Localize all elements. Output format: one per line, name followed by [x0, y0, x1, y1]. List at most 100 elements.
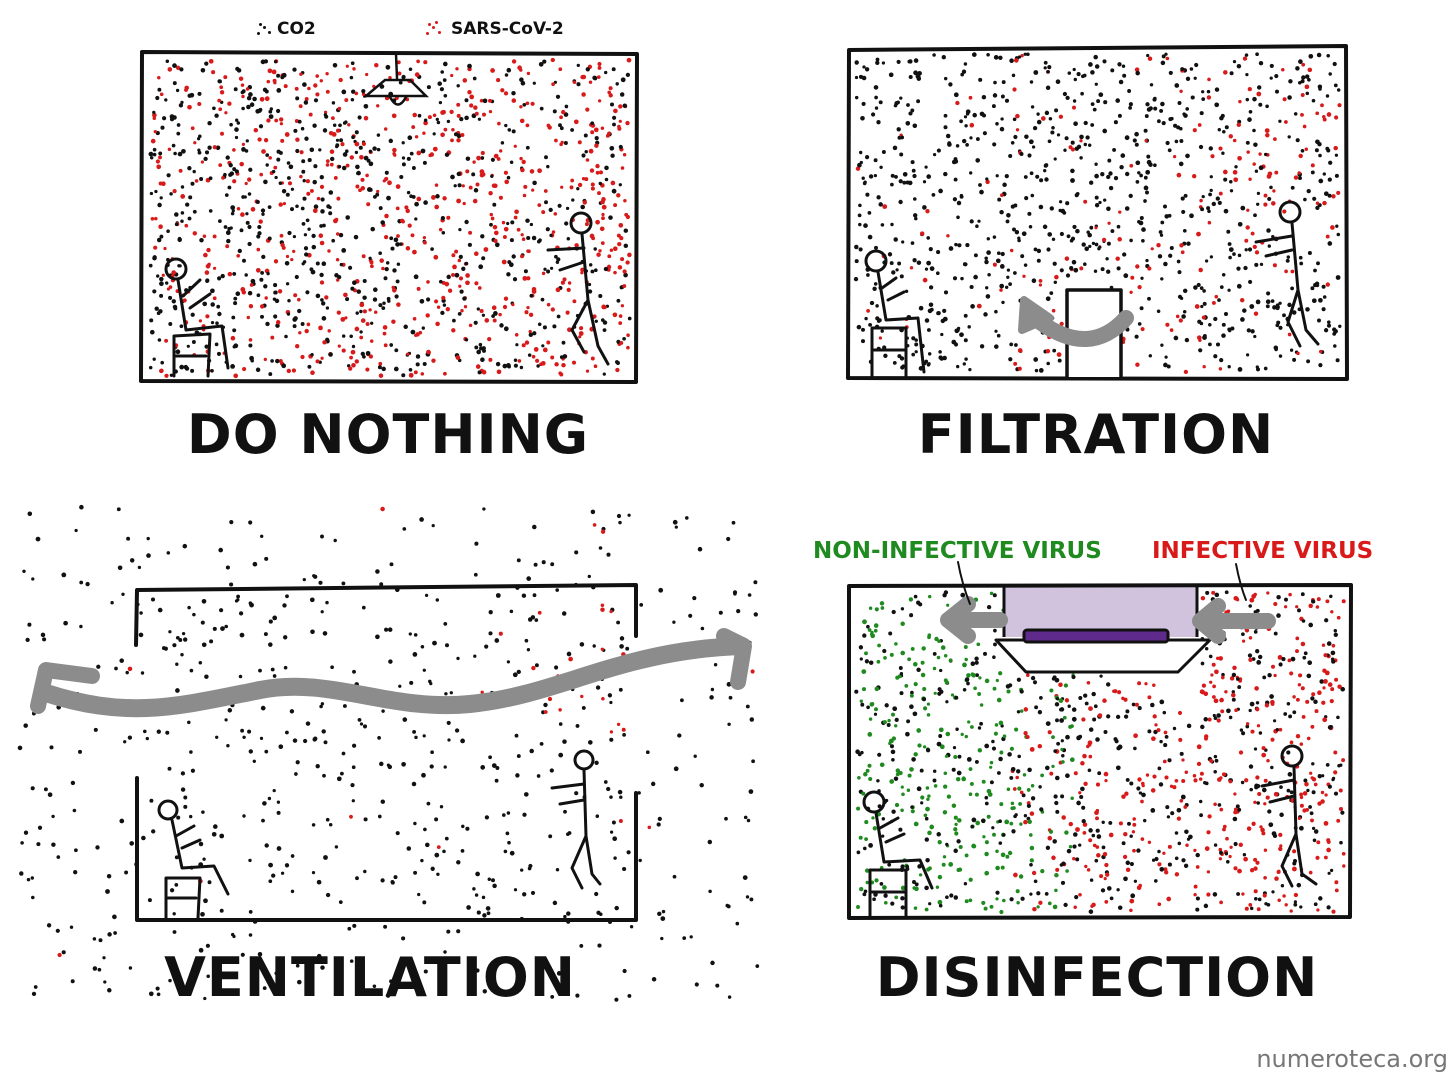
particle	[447, 288, 453, 293]
particle	[294, 274, 299, 280]
particle	[593, 364, 598, 369]
particle	[952, 276, 958, 281]
particle	[1315, 111, 1320, 116]
particle	[1152, 714, 1157, 719]
particle	[1338, 324, 1342, 328]
particle	[914, 350, 918, 354]
particle	[248, 167, 253, 172]
particle	[1265, 304, 1270, 309]
particle	[1263, 152, 1268, 157]
particle	[1174, 872, 1180, 877]
particle	[268, 862, 273, 868]
particle	[907, 59, 912, 64]
particle	[372, 146, 377, 151]
particle	[1106, 886, 1112, 891]
particle	[540, 360, 546, 366]
particle	[1144, 138, 1148, 143]
particle	[1049, 291, 1054, 295]
particle	[989, 765, 993, 769]
particle	[1082, 822, 1088, 827]
particle	[390, 246, 395, 251]
particle	[684, 516, 689, 520]
particle	[1100, 267, 1105, 272]
particle	[167, 147, 172, 152]
particle	[1076, 800, 1081, 806]
particle	[1217, 200, 1222, 205]
particle	[1318, 178, 1324, 184]
particle	[158, 151, 163, 156]
particle	[460, 849, 465, 853]
particle	[897, 261, 902, 266]
particle	[1146, 53, 1150, 58]
particle	[1026, 787, 1031, 792]
particle	[995, 865, 1000, 871]
particle	[179, 324, 184, 329]
particle	[310, 353, 314, 357]
particle	[388, 75, 392, 80]
particle	[212, 296, 217, 301]
particle	[501, 220, 506, 225]
particle	[970, 661, 976, 666]
particle	[171, 270, 177, 275]
particle	[908, 74, 913, 80]
particle	[1246, 328, 1251, 333]
particle	[945, 133, 951, 139]
particle	[426, 85, 431, 90]
particle	[320, 965, 325, 970]
particle	[152, 152, 157, 157]
particle	[905, 120, 911, 126]
particle	[273, 165, 278, 170]
particle	[1327, 682, 1333, 687]
particle	[20, 841, 24, 845]
particle	[863, 180, 867, 185]
particle	[562, 354, 568, 359]
particle	[444, 152, 450, 157]
particle	[319, 224, 323, 228]
particle	[1133, 733, 1138, 739]
particle	[313, 164, 318, 169]
particle	[198, 134, 202, 139]
particle	[452, 264, 457, 270]
particle	[401, 936, 406, 941]
particle	[1014, 727, 1019, 732]
particle	[1072, 67, 1076, 72]
particle	[462, 296, 467, 301]
particle	[156, 311, 161, 316]
particle	[247, 224, 252, 230]
particle	[1286, 750, 1291, 755]
particle	[1233, 807, 1238, 812]
particle	[1303, 197, 1307, 202]
particle	[1159, 699, 1165, 705]
particle	[318, 580, 323, 585]
particle	[259, 96, 265, 102]
particle	[1117, 62, 1122, 67]
particle	[927, 635, 931, 640]
particle	[1309, 811, 1314, 816]
particle	[594, 319, 598, 323]
particle	[558, 67, 563, 72]
particle	[574, 550, 579, 555]
particle	[453, 184, 457, 188]
particle	[574, 243, 579, 248]
particle	[459, 289, 464, 294]
particle	[311, 823, 316, 827]
particle	[441, 978, 447, 984]
particle	[155, 159, 160, 164]
particles-filtration	[853, 52, 1342, 375]
particle	[433, 254, 439, 260]
particle	[1218, 191, 1223, 196]
particle	[1029, 862, 1033, 867]
particle	[1059, 863, 1064, 867]
particle	[316, 196, 321, 201]
particle	[748, 789, 754, 794]
particle	[1088, 828, 1093, 833]
particle	[207, 262, 211, 267]
particle	[190, 181, 195, 186]
particle	[212, 824, 218, 829]
particle	[982, 835, 986, 839]
particle	[1287, 135, 1291, 139]
particle	[925, 806, 930, 812]
particle	[975, 224, 979, 228]
particle	[446, 215, 451, 220]
particle	[335, 138, 340, 142]
